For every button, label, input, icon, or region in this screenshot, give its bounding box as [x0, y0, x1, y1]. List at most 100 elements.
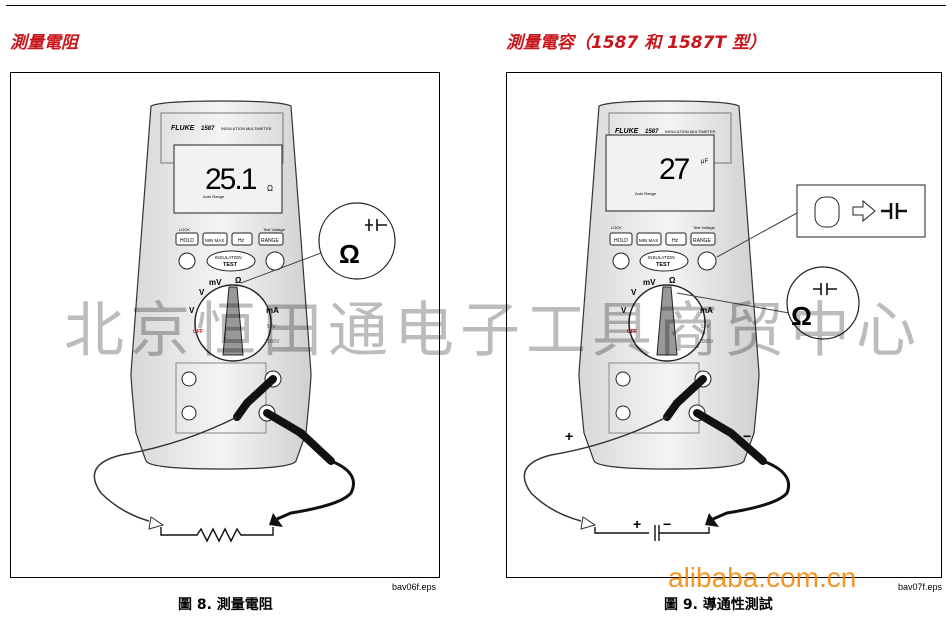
dial-label-off: OFF	[193, 329, 203, 335]
capacitor-icon	[813, 283, 837, 295]
hold-button[interactable]: HOLD	[180, 238, 194, 244]
test-voltage-label: Test Voltage	[263, 227, 286, 232]
heading-resistance: 測量電阻	[10, 33, 78, 53]
jack-ma[interactable]	[181, 405, 197, 421]
callout-circle	[318, 202, 396, 280]
insulation-test-button[interactable]	[639, 250, 689, 272]
lcd-auto-range: Auto Range	[635, 191, 657, 196]
figure-8-filename: bav06f.eps	[392, 582, 437, 592]
test-probe-red	[233, 375, 277, 421]
dial-label-50v: 50V	[701, 324, 711, 330]
test-lead-black	[276, 459, 355, 521]
round-button[interactable]	[697, 251, 717, 271]
probe-tip-black	[269, 513, 283, 527]
figure-8-illustration: FLUKE 1587 INSULATION MULTIMETER 25.1 Ω …	[93, 100, 396, 543]
model-label: 1587	[645, 129, 659, 135]
resistor-circuit	[160, 527, 274, 543]
dial-label-1000v: 1000V	[699, 339, 714, 345]
subtitle-label: INSULATION MULTIMETER	[221, 126, 272, 131]
test-label: TEST	[656, 262, 671, 268]
dial-label-ohm: Ω	[669, 276, 676, 285]
jack-panel	[175, 362, 267, 434]
dial-label-vac: V	[189, 306, 195, 315]
probe-tip-red	[580, 516, 597, 530]
probe-tip-red	[148, 516, 165, 530]
arrow-right-icon	[852, 199, 876, 223]
hold-button[interactable]: HOLD	[614, 238, 628, 244]
top-rule	[6, 5, 946, 6]
figure-9-frame: FLUKE 1587 INSULATION MULTIMETER 27 μF A…	[506, 72, 942, 578]
lcd-screen	[173, 144, 283, 214]
pushbutton-icon	[814, 196, 840, 228]
jack-ma[interactable]	[615, 405, 631, 421]
test-probe-red	[663, 375, 707, 421]
figure-9-caption: 圖 9. 導通性測試	[664, 597, 773, 613]
lead-minus: −	[743, 428, 751, 444]
figure-8-frame: FLUKE 1587 INSULATION MULTIMETER 25.1 Ω …	[10, 72, 440, 578]
probe-tip-black	[705, 513, 719, 527]
dial-label-ma: mA	[700, 306, 713, 315]
insulation-label: INSULATION	[648, 255, 675, 260]
dial-pointer	[222, 286, 244, 356]
dial-label-off: OFF	[627, 329, 637, 335]
figure-8-caption: 圖 8. 測量電阻	[178, 597, 273, 613]
backlight-button[interactable]	[178, 252, 196, 270]
jack-panel	[608, 362, 700, 434]
callout-pointer	[240, 252, 322, 284]
backlight-button[interactable]	[612, 252, 630, 270]
lcd-unit: μF	[701, 159, 708, 165]
insulation-test-button[interactable]	[206, 250, 256, 272]
lead-plus: +	[565, 428, 573, 444]
capacitor-icon	[365, 219, 387, 231]
dial-label-vac: V	[621, 306, 627, 315]
lcd-auto-range: Auto Range	[203, 194, 225, 199]
test-probe-black	[693, 409, 767, 465]
minmax-button[interactable]: MIN MAX	[639, 238, 658, 243]
minmax-button[interactable]: MIN MAX	[205, 238, 224, 243]
heading-capacitance: 測量電容（1587 和 1587T 型）	[506, 33, 766, 53]
hz-button[interactable]: Hz	[672, 238, 679, 244]
hz-button[interactable]: Hz	[238, 238, 245, 244]
button-row: HOLD MIN MAX Hz RANGE	[609, 232, 716, 246]
subtitle-label: INSULATION MULTIMETER	[665, 129, 716, 134]
test-lead-red	[93, 416, 238, 522]
lcd-value: 27	[659, 153, 690, 186]
button-callout-pointer	[716, 212, 798, 258]
jack-insulation[interactable]	[615, 371, 631, 387]
test-lead-red	[523, 416, 668, 522]
lcd-screen	[605, 134, 715, 212]
button-row: HOLD MIN MAX Hz RANGE	[175, 232, 284, 246]
lock-label: LOCK	[611, 225, 622, 230]
callout-circle	[786, 266, 860, 340]
test-voltage-label: Test Voltage	[693, 225, 716, 230]
capacitor-icon	[881, 203, 907, 219]
dial-label-mv: mV	[643, 278, 656, 287]
range-button[interactable]: RANGE	[693, 238, 711, 244]
round-button[interactable]	[265, 251, 285, 271]
figure-9-filename: bav07f.eps	[898, 582, 943, 592]
test-probe-black	[263, 409, 335, 465]
brand-label: FLUKE	[171, 125, 195, 132]
dial-label-ohm: Ω	[235, 276, 242, 285]
figure-9-illustration: FLUKE 1587 INSULATION MULTIMETER 27 μF A…	[523, 100, 926, 541]
test-label: TEST	[223, 262, 238, 268]
capacitor-circuit	[594, 525, 710, 541]
lock-label: LOCK	[179, 227, 190, 232]
cap-minus: −	[663, 516, 671, 532]
callout-ohm-symbol: Ω	[339, 239, 360, 269]
dial-label-ma: mA	[266, 306, 279, 315]
range-button[interactable]: RANGE	[261, 238, 279, 244]
test-lead-black	[712, 459, 790, 521]
dial-label-v: V	[199, 288, 205, 297]
dial-label-50v: 50V	[267, 324, 277, 330]
callout-ohm-symbol: Ω	[791, 301, 812, 331]
insulation-label: INSULATION	[215, 255, 242, 260]
dial-label-v: V	[631, 288, 637, 297]
jack-insulation[interactable]	[181, 371, 197, 387]
lcd-value: 25.1	[205, 163, 257, 196]
cap-plus: +	[633, 516, 641, 532]
model-label: 1587	[201, 126, 215, 132]
callout-pointer	[676, 292, 790, 314]
dial-label-1000v: 1000V	[265, 339, 280, 345]
dial-label-mv: mV	[209, 278, 222, 287]
